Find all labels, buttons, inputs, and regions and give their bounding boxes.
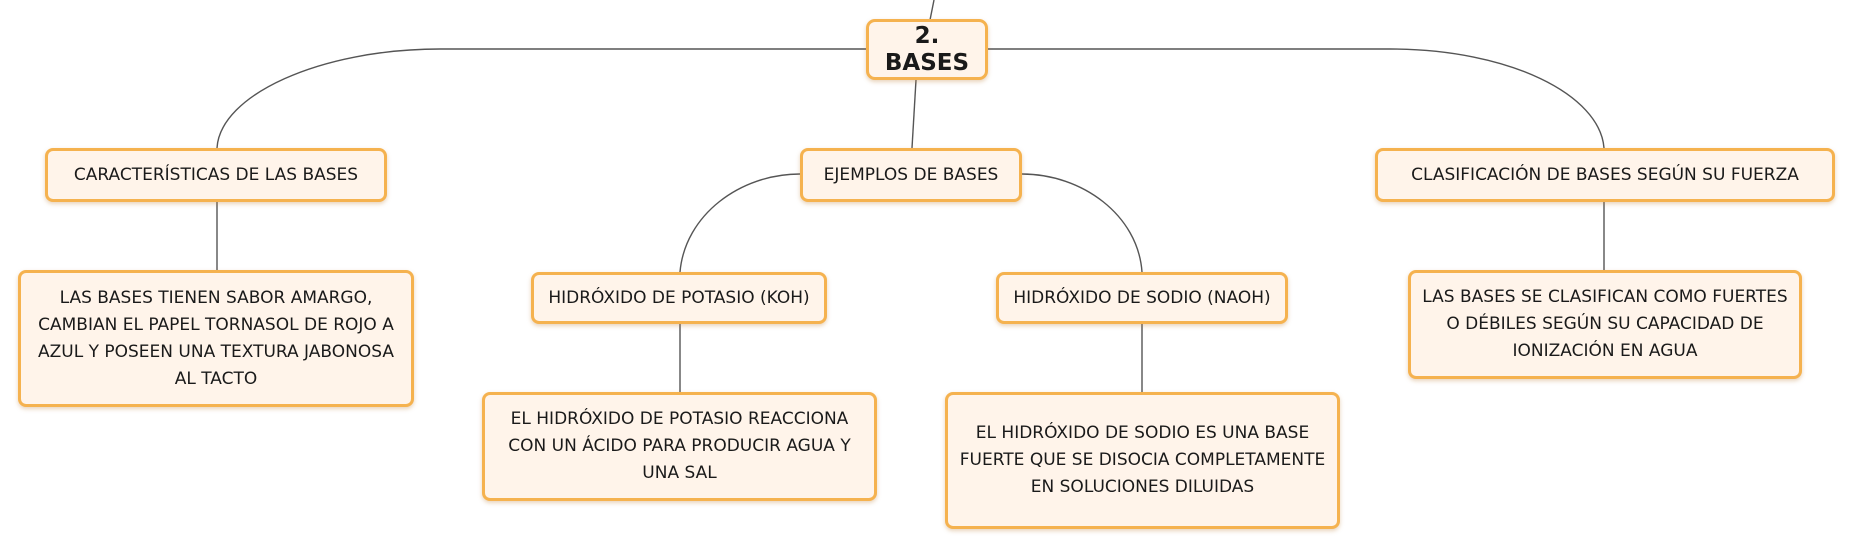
detail-caracteristicas-text: LAS BASES TIENEN SABOR AMARGO, CAMBIAN E… [38,287,394,389]
connector-root-to-caracteristicas [216,48,868,149]
detail-naoh[interactable]: EL HIDRÓXIDO DE SODIO ES UNA BASE FUERTE… [945,392,1340,529]
connector-root-to-ejemplos [911,79,917,149]
topic-koh-label: HIDRÓXIDO DE POTASIO (KOH) [548,287,810,308]
root-topic-label: 2. BASES [884,22,970,76]
topic-caracteristicas-label: CARACTERÍSTICAS DE LAS BASES [73,164,359,185]
detail-clasificacion-text: LAS BASES SE CLASIFICAN COMO FUERTES O D… [1422,287,1788,361]
topic-naoh-label: HIDRÓXIDO DE SODIO (NAOH) [1013,287,1271,308]
detail-koh-text: EL HIDRÓXIDO DE POTASIO REACCIONA CON UN… [508,409,851,483]
topic-clasificacion-label: CLASIFICACIÓN DE BASES SEGÚN SU FUERZA [1411,164,1799,185]
detail-naoh-text: EL HIDRÓXIDO DE SODIO ES UNA BASE FUERTE… [959,423,1326,497]
topic-clasificacion[interactable]: CLASIFICACIÓN DE BASES SEGÚN SU FUERZA [1375,148,1835,202]
topic-caracteristicas[interactable]: CARACTERÍSTICAS DE LAS BASES [45,148,387,202]
topic-ejemplos[interactable]: EJEMPLOS DE BASES [800,148,1022,202]
connector-root-to-clasificacion [988,48,1605,149]
topic-koh[interactable]: HIDRÓXIDO DE POTASIO (KOH) [531,272,827,324]
topic-ejemplos-label: EJEMPLOS DE BASES [823,164,999,185]
topic-naoh[interactable]: HIDRÓXIDO DE SODIO (NAOH) [996,272,1288,324]
root-topic[interactable]: 2. BASES [866,19,988,80]
detail-clasificacion[interactable]: LAS BASES SE CLASIFICAN COMO FUERTES O D… [1408,270,1802,379]
connector-ejemplos-to-naoh [1021,173,1143,273]
connector-parent-to-root [929,0,935,21]
connector-ejemplos-to-koh [679,173,801,273]
detail-koh[interactable]: EL HIDRÓXIDO DE POTASIO REACCIONA CON UN… [482,392,877,501]
detail-caracteristicas[interactable]: LAS BASES TIENEN SABOR AMARGO, CAMBIAN E… [18,270,414,407]
